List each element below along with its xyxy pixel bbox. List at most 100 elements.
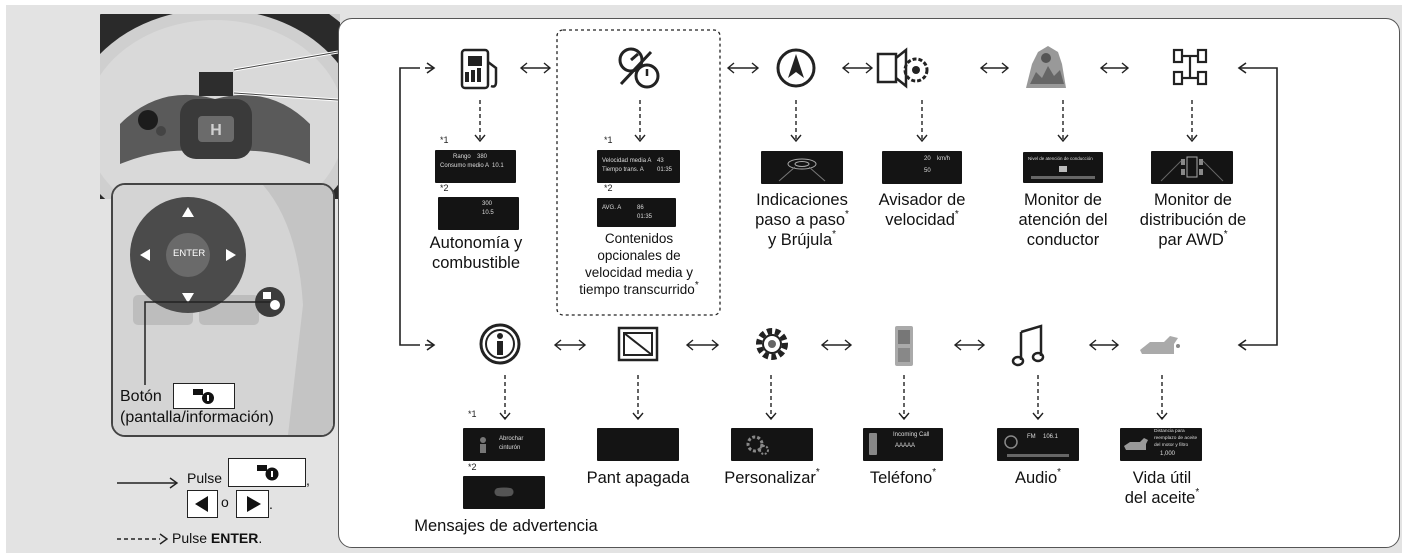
screen-text: Consumo medio A [440, 163, 490, 169]
label-line: conductor [1026, 231, 1100, 249]
button-label: Botón [120, 388, 162, 405]
asterisk-mark: * [1195, 487, 1200, 498]
legend-comma: , [306, 472, 310, 488]
asterisk-mark: * [694, 280, 699, 291]
screen-contenidos-2: AVG. A 86 01:35 [597, 198, 676, 227]
legend-left-key [187, 490, 218, 518]
label-line: Contenidos [604, 231, 674, 246]
asterisk-mark: * [1223, 229, 1228, 240]
screen-text: 20 [924, 156, 931, 162]
asterisk-mark: * [932, 467, 937, 478]
button-sublabel: (pantalla/información) [120, 409, 274, 426]
label-line: velocidad* [885, 209, 959, 230]
legend-pulse: Pulse [187, 470, 223, 486]
screen-text: 50 [924, 168, 931, 174]
screen-monitor-awd [1151, 151, 1233, 184]
steering-wheel-image: H [100, 14, 340, 199]
label-line: par AWD* [1158, 229, 1228, 250]
label-line: Monitor de [1024, 191, 1102, 209]
asterisk-mark: * [1057, 467, 1062, 478]
screen-indicaciones [761, 151, 843, 184]
label-line: Vida útil [1132, 469, 1192, 487]
oil-life-icon [1140, 336, 1180, 354]
info-icon [479, 323, 521, 365]
screen-text: 86 [637, 205, 644, 211]
screen-autonomia-1: Rango 380 Consumo medio A 10.1 [435, 150, 516, 183]
note-1: *1 [440, 135, 449, 145]
speed-warning-icon [876, 47, 929, 89]
compass-icon [776, 48, 816, 88]
screen-text: reemplazo de aceite [1154, 436, 1198, 441]
screen-pant-apagada [597, 428, 679, 461]
screen-text: Incoming Call [893, 432, 930, 438]
label-monitor-atencion: Monitor de atención del conductor [1003, 190, 1123, 250]
screen-text: del motor y filtro [1154, 443, 1189, 448]
label-line: Autonomía y [429, 234, 523, 252]
label-line: velocidad media y [584, 265, 694, 280]
screen-text: 1,000 [1160, 451, 1176, 457]
info-button-key [173, 383, 235, 409]
screen-mensajes-1: Abrochar cinturón [463, 428, 545, 461]
screen-text: Velocidad media A [602, 158, 652, 164]
legend-enter-text: Pulse ENTER. [172, 530, 262, 546]
label-line: Pant apagada [586, 469, 690, 487]
label-mensajes: Mensajes de advertencia [396, 516, 616, 536]
screen-text: Nivel de atención de conducción [1028, 156, 1093, 161]
legend-info-key [228, 458, 306, 487]
screen-telefono: Incoming Call AAAAA [863, 428, 943, 461]
screen-text: 10.1 [492, 163, 504, 169]
screen-contenidos-1: Velocidad media A 43 Tiempo trans. A 01:… [597, 150, 680, 183]
note-1: *1 [468, 409, 477, 419]
label-line: Audio* [1014, 467, 1062, 488]
note-2: *2 [468, 462, 477, 472]
screen-text: 01:35 [657, 167, 673, 173]
label-line: combustible [431, 254, 521, 272]
button-callout-line [144, 301, 270, 385]
note-2: *2 [604, 183, 613, 193]
label-line: Mensajes de advertencia [414, 517, 598, 535]
screen-text: km/h [937, 156, 951, 162]
screen-text: 43 [657, 158, 664, 164]
label-line: tiempo transcurrido* [579, 280, 699, 298]
label-audio: Audio* [978, 468, 1098, 488]
fuel-icon [460, 48, 498, 90]
label-line: Teléfono* [869, 467, 937, 488]
screen-text: cinturón [499, 445, 521, 451]
screen-text: 300 [482, 201, 493, 207]
label-personalizar: Personalizar* [702, 468, 842, 488]
asterisk-mark: * [832, 229, 837, 240]
note-1: *1 [604, 135, 613, 145]
asterisk-mark: * [815, 467, 820, 478]
screen-text: 10.5 [482, 210, 494, 216]
steering-control-zoom: ENTER Botón (pantalla/información) [111, 183, 335, 437]
screen-mensajes-2 [463, 476, 545, 509]
screen-autonomia-2: 300 10.5 [438, 197, 519, 230]
label-line: distribución de [1139, 211, 1247, 229]
screen-text: Rango [453, 154, 471, 160]
legend-enter-suffix: . [258, 530, 263, 546]
label-line: Avisador de [878, 191, 966, 209]
screen-text: Abrochar [499, 436, 524, 442]
legend-enter-bold: ENTER [210, 530, 259, 546]
screen-monitor-atencion: Nivel de atención de conducción [1023, 152, 1103, 183]
label-contenidos: Contenidos opcionales de velocidad media y… [559, 230, 719, 298]
label-line: atención del [1018, 211, 1108, 229]
label-line: Monitor de [1154, 191, 1232, 209]
screen-text: 106.1 [1043, 434, 1059, 440]
label-line: opcionales de [597, 248, 681, 263]
asterisk-mark: * [954, 209, 959, 220]
enter-label: ENTER [173, 248, 206, 259]
label-telefono: Teléfono* [843, 468, 963, 488]
asterisk-mark: * [845, 209, 849, 220]
legend-enter-prefix: Pulse [172, 530, 211, 546]
legend-or: o [221, 494, 229, 510]
label-line: paso a paso* [755, 209, 849, 230]
legend-dot: . [269, 496, 273, 512]
screen-text: 01:35 [637, 214, 653, 220]
